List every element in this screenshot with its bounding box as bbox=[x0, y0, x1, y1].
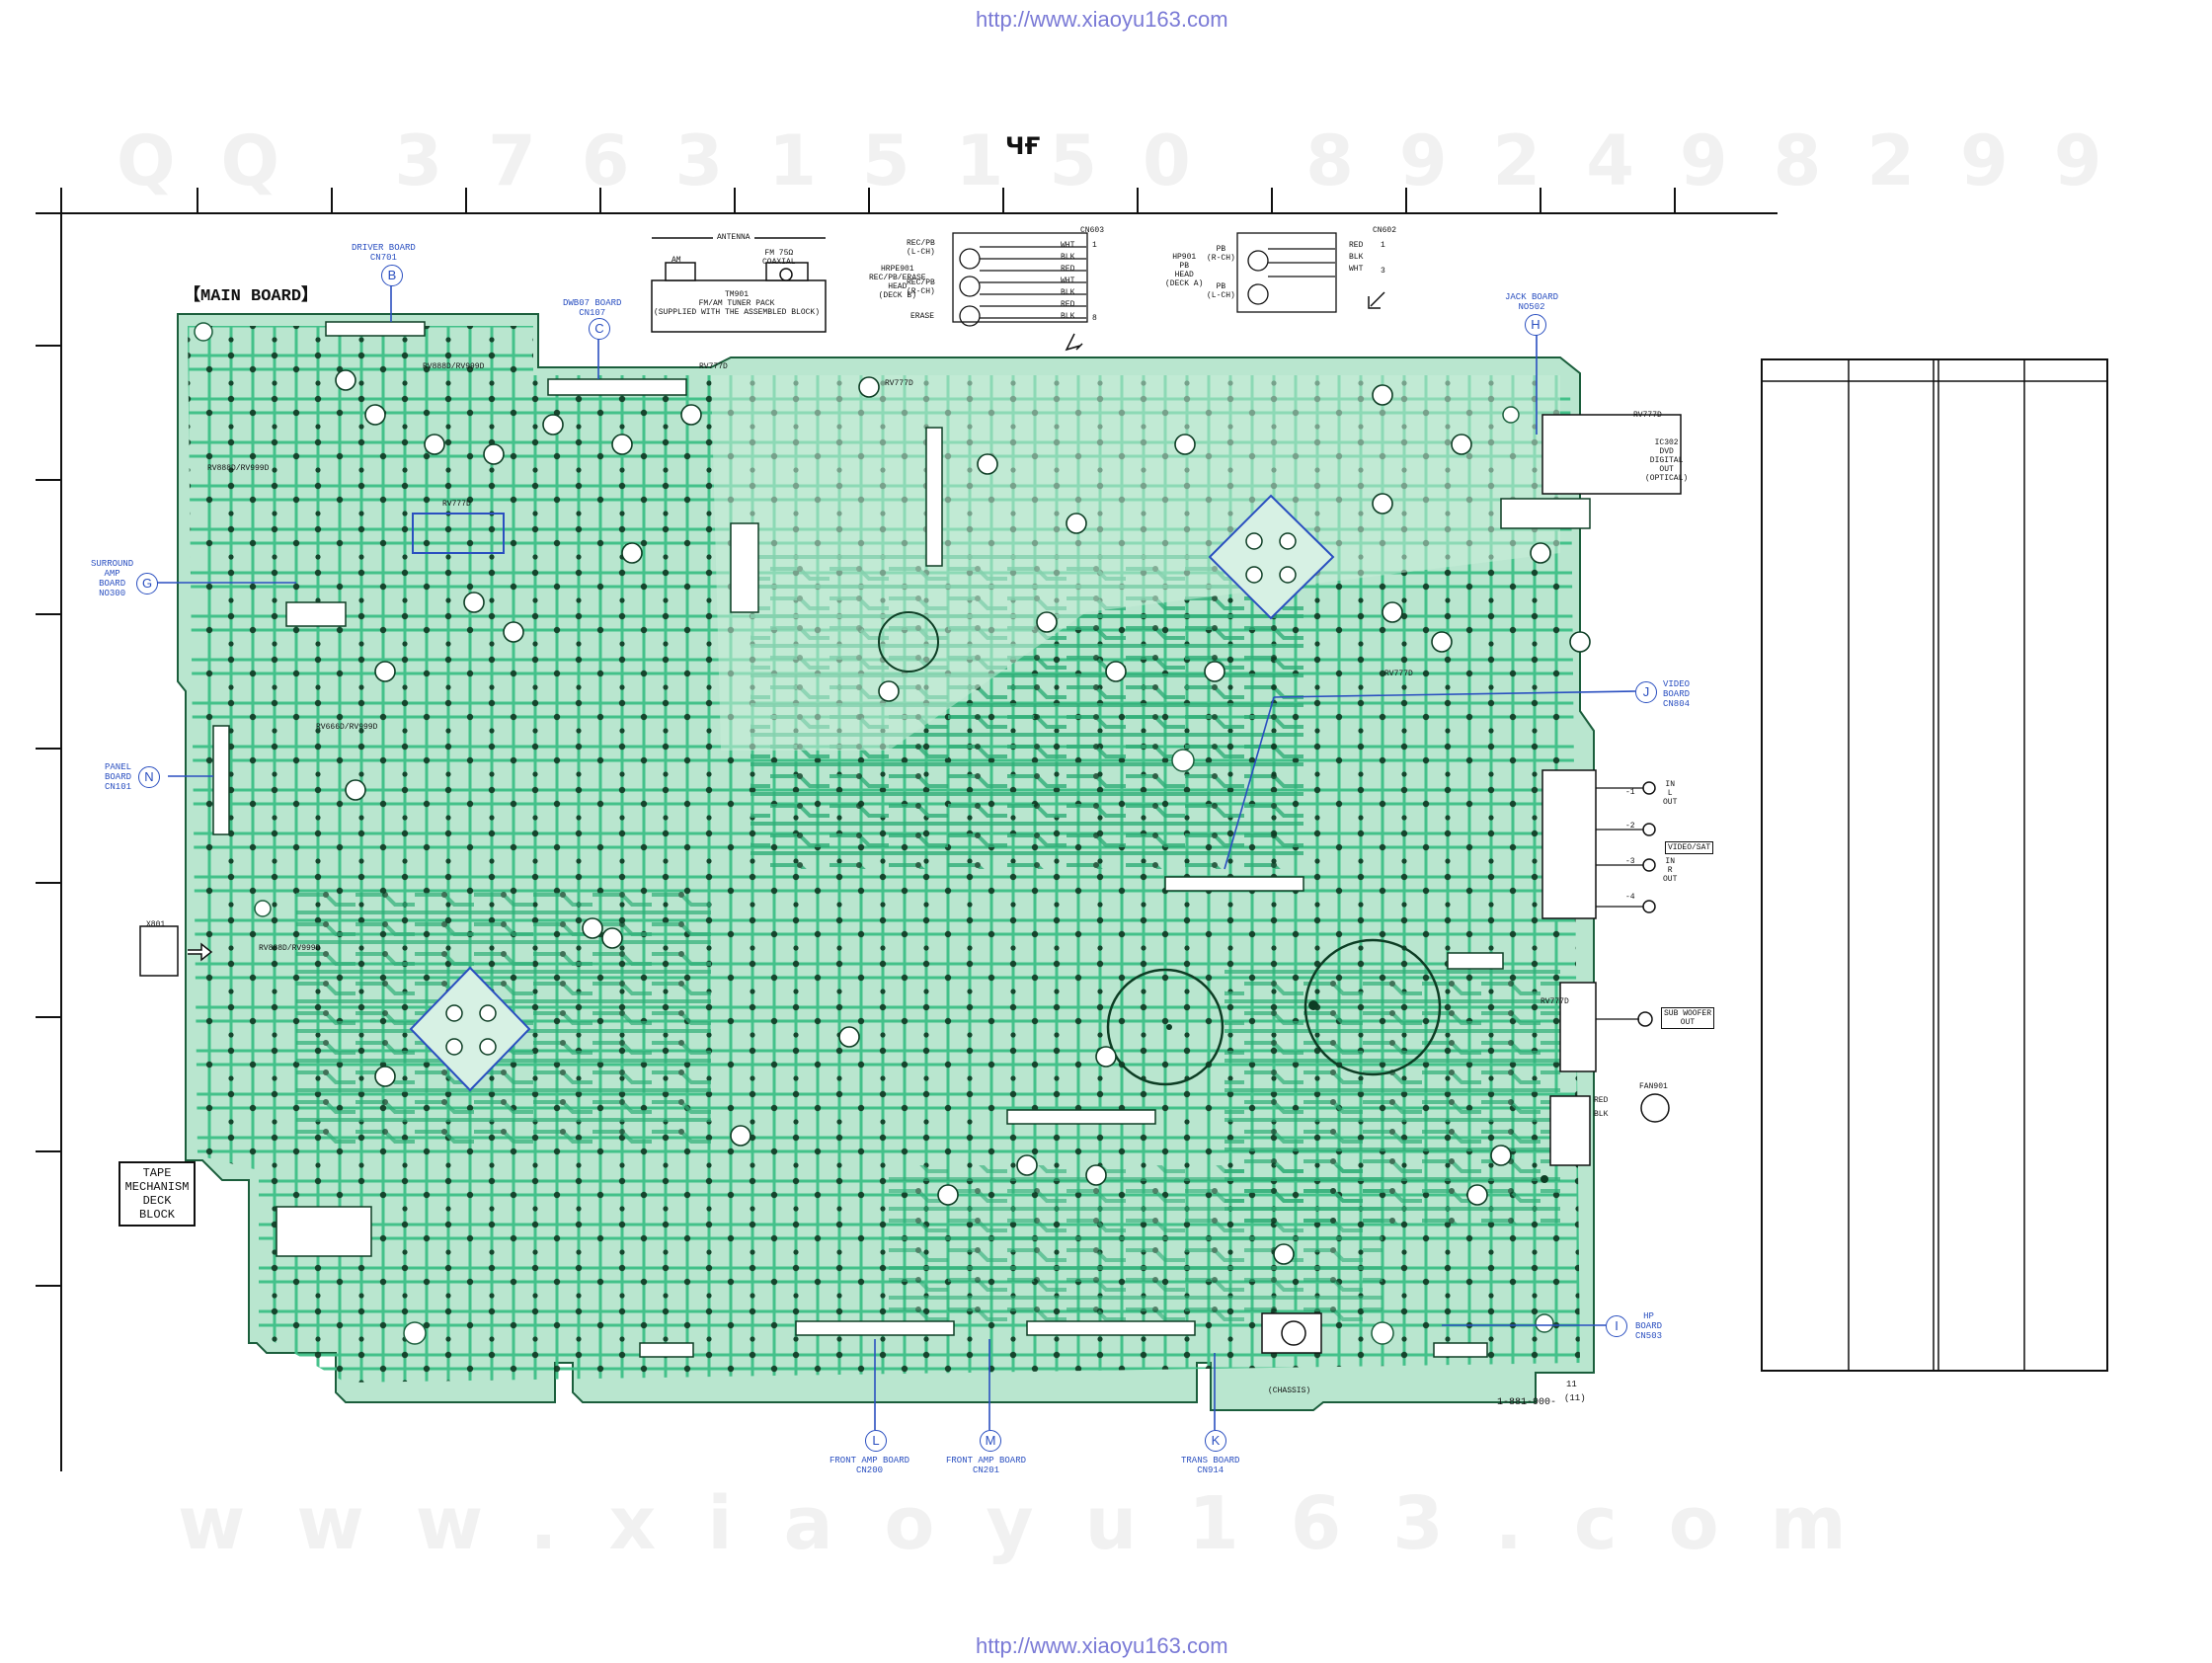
rv-label-h: RV777D bbox=[1384, 670, 1413, 678]
cn602-wire-1: RED bbox=[1349, 241, 1364, 250]
sub-woofer-label: SUB WOOFER OUT bbox=[1661, 1007, 1715, 1029]
parts-table bbox=[1762, 359, 2107, 381]
cn603-wire-1: WHT bbox=[1061, 241, 1075, 250]
rec-pb-l-label: REC/PB (L-CH) bbox=[907, 239, 935, 257]
in-r-label: IN R OUT bbox=[1663, 857, 1678, 884]
jack-board-label: JACK BOARD NO502 bbox=[1505, 292, 1559, 312]
cn602-pin-3: 3 bbox=[1381, 267, 1385, 276]
deck-b-head-label: HRPE901 REC/PB/ERASE HEAD (DECK B) bbox=[869, 265, 926, 300]
cn603-label: CN603 bbox=[1080, 226, 1105, 235]
cn602-pin-1: 1 bbox=[1381, 241, 1385, 250]
rv-top-label: RV777D bbox=[1633, 411, 1662, 420]
watermark-qq: QQ 376315150 892498299 bbox=[117, 120, 2148, 201]
video-board-label: VIDEO BOARD CN804 bbox=[1663, 679, 1691, 709]
pb-r-label: PB (R-CH) bbox=[1207, 245, 1235, 263]
panel-board-label: PANEL BOARD CN101 bbox=[105, 762, 132, 792]
rv-label-a: RV888D/RV999D bbox=[423, 362, 485, 371]
x801-label: X801 bbox=[146, 920, 166, 929]
jack-num-4: -4 bbox=[1625, 893, 1635, 902]
rv-label-g: RV888D/RV999D bbox=[259, 944, 321, 953]
cn603-pin-8: 8 bbox=[1092, 314, 1097, 323]
cn603-wire-7: BLK bbox=[1061, 312, 1075, 321]
board-title: 【MAIN BOARD】 bbox=[184, 287, 319, 306]
rv-label-d: RV888D/RV999D bbox=[207, 464, 270, 473]
callout-g[interactable]: G bbox=[136, 573, 158, 594]
rv-label-b: RV777D bbox=[699, 362, 728, 371]
callout-k[interactable]: K bbox=[1205, 1430, 1226, 1452]
cn603-wire-4: WHT bbox=[1061, 277, 1075, 285]
rec-pb-r-label: REC/PB (R-CH) bbox=[907, 278, 935, 296]
antenna-title: ANTENNA bbox=[713, 233, 754, 242]
page-tag-top: 11 bbox=[1566, 1380, 1577, 1389]
front-amp-m-label: FRONT AMP BOARD CN201 bbox=[946, 1456, 1027, 1475]
bottom-url[interactable]: http://www.xiaoyu163.com bbox=[976, 1633, 1228, 1658]
hp-board-label: HP BOARD CN503 bbox=[1635, 1311, 1663, 1341]
trans-board-label: TRANS BOARD CN914 bbox=[1181, 1456, 1240, 1475]
callout-h[interactable]: H bbox=[1525, 314, 1546, 336]
pb-l-label: PB (L-CH) bbox=[1207, 282, 1235, 300]
tuner-pack-label: TM901 FM/AM TUNER PACK (SUPPLIED WITH TH… bbox=[654, 290, 821, 317]
top-url[interactable]: http://www.xiaoyu163.com bbox=[976, 7, 1228, 32]
antenna-fm: FM 75Ω COAXIAL bbox=[762, 249, 796, 267]
jack-num-1: -1 bbox=[1625, 788, 1635, 797]
cn602-label: CN602 bbox=[1373, 226, 1397, 235]
callout-m[interactable]: M bbox=[980, 1430, 1001, 1452]
parts-table-col-3 bbox=[1934, 359, 2024, 381]
deck-a-head-label: HP901 PB HEAD (DECK A) bbox=[1165, 253, 1204, 288]
dwb07-board-label: DWB07 BOARD CN107 bbox=[563, 298, 622, 318]
tape-mechanism-box: TAPE MECHANISM DECK BLOCK bbox=[118, 1161, 196, 1227]
ic302-label: IC302 DVD DIGITAL OUT (OPTICAL) bbox=[1645, 438, 1689, 483]
part-number: 1-881-900- bbox=[1497, 1397, 1557, 1408]
fan-wire-red: RED bbox=[1594, 1096, 1609, 1105]
cn603-wire-5: BLK bbox=[1061, 288, 1075, 297]
cn602-wire-2: BLK bbox=[1349, 253, 1364, 262]
fan901-label: FAN901 bbox=[1639, 1082, 1668, 1091]
antenna-am: AM bbox=[672, 256, 681, 265]
parts-table-col-1 bbox=[1762, 359, 1849, 381]
jack-num-3: -3 bbox=[1625, 857, 1635, 866]
front-amp-l-label: FRONT AMP BOARD CN200 bbox=[830, 1456, 910, 1475]
surround-board-label: SURROUND AMP BOARD NO300 bbox=[91, 559, 134, 598]
video-sat-label: VIDEO/SAT bbox=[1665, 841, 1714, 854]
driver-board-label: DRIVER BOARD CN701 bbox=[352, 243, 416, 263]
callout-n[interactable]: N bbox=[138, 766, 160, 788]
page-tag-bottom: (11) bbox=[1564, 1393, 1586, 1403]
rv-label-c: RV777D bbox=[885, 379, 913, 388]
parts-table-col-2 bbox=[1849, 359, 1934, 381]
logo-mark: ЧҒ bbox=[1005, 132, 1041, 160]
callout-b[interactable]: B bbox=[381, 265, 403, 286]
fan-wire-blk: BLK bbox=[1594, 1110, 1609, 1119]
watermark-site: www.xiaoyu163.com bbox=[178, 1481, 1898, 1566]
rv-label-i: RV777D bbox=[1540, 997, 1569, 1006]
callout-l[interactable]: L bbox=[865, 1430, 887, 1452]
cn602-wire-3: WHT bbox=[1349, 265, 1364, 274]
callout-i[interactable]: I bbox=[1606, 1315, 1627, 1337]
chassis-label: (CHASSIS) bbox=[1268, 1386, 1311, 1395]
in-l-label: IN L OUT bbox=[1663, 780, 1678, 807]
rv-label-f: RV666D/RV999D bbox=[316, 723, 378, 732]
jack-num-2: -2 bbox=[1625, 822, 1635, 831]
callout-j[interactable]: J bbox=[1635, 681, 1657, 703]
cn603-pin-1: 1 bbox=[1092, 241, 1097, 250]
parts-table-col-4 bbox=[2024, 359, 2107, 381]
rv-label-e: RV777D bbox=[442, 500, 471, 509]
cn603-wire-6: RED bbox=[1061, 300, 1075, 309]
cn603-wire-2: BLK bbox=[1061, 253, 1075, 262]
callout-c[interactable]: C bbox=[589, 318, 610, 340]
cn603-wire-3: RED bbox=[1061, 265, 1075, 274]
erase-label: ERASE bbox=[910, 312, 935, 321]
